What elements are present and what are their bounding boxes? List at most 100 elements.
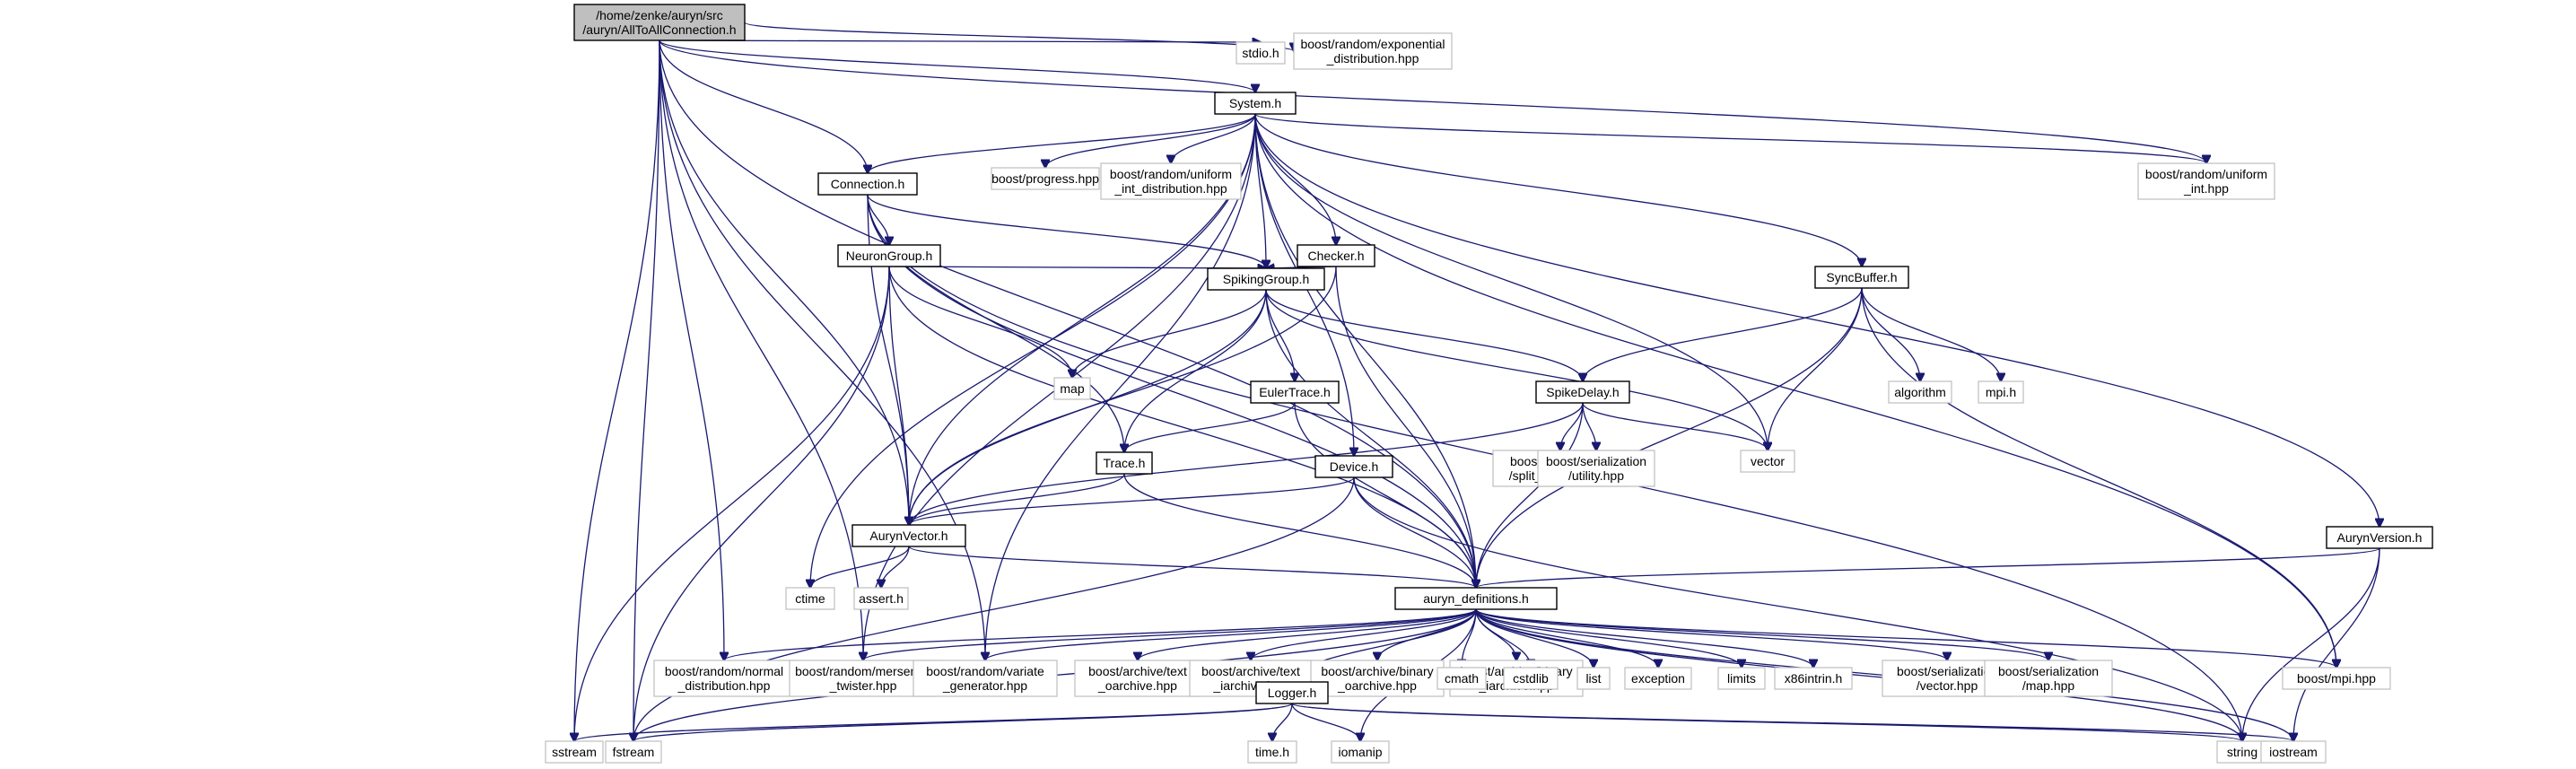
- node-bsmap: boost/serialization/map.hpp: [1984, 660, 2113, 697]
- node-box: [817, 172, 918, 196]
- edge-root-to-connection: [659, 39, 868, 173]
- node-box: [853, 587, 909, 610]
- edge-syncbuffer-to-mpih: [1861, 287, 2001, 381]
- node-ctime: ctime: [785, 587, 835, 610]
- node-label: _distribution.hpp: [677, 678, 771, 693]
- node-label: auryn_definitions.h: [1423, 591, 1529, 606]
- node-label: cstdlib: [1513, 671, 1549, 686]
- node-x86: x86intrin.h: [1774, 667, 1853, 690]
- node-box: [1740, 450, 1795, 473]
- node-spikedelay: SpikeDelay.h: [1535, 380, 1630, 404]
- edge-defs-to-brmt: [863, 608, 1477, 660]
- node-label: boost/random/variate: [926, 664, 1044, 678]
- node-label: SpikingGroup.h: [1223, 272, 1310, 286]
- edge-checker-to-defs: [1335, 266, 1476, 588]
- node-baboa: boost/archive/binary_oarchive.hpp: [1310, 660, 1445, 697]
- node-box: [1717, 667, 1766, 690]
- edge-defs-to-brvg: [985, 608, 1477, 660]
- node-label: AurynVersion.h: [2337, 530, 2423, 545]
- node-box: [1314, 455, 1393, 478]
- edge-system-to-progress: [1045, 113, 1256, 168]
- edge-logger-to-iomanip: [1291, 703, 1360, 741]
- node-box: [789, 660, 938, 697]
- node-aurynversion: AurynVersion.h: [2326, 526, 2433, 549]
- node-box: [1624, 667, 1692, 690]
- node-label: boost/serialization: [1998, 664, 2099, 678]
- node-timeh: time.h: [1247, 740, 1297, 764]
- edge-aurynversion-to-iostream: [2293, 547, 2380, 741]
- node-system: System.h: [1214, 92, 1297, 115]
- node-box: [2260, 740, 2327, 764]
- edge-system-to-brvg: [985, 113, 1256, 660]
- node-box: [991, 167, 1100, 190]
- node-box: [1535, 380, 1630, 404]
- node-label: boost/archive/text: [1088, 664, 1187, 678]
- node-device: Device.h: [1314, 455, 1393, 478]
- node-label: System.h: [1229, 96, 1281, 110]
- node-label: x86intrin.h: [1785, 671, 1843, 686]
- node-label: cmath: [1445, 671, 1479, 686]
- edge-defs-to-bsmap: [1475, 608, 2048, 660]
- edge-device-to-fstream: [633, 476, 1355, 741]
- node-exception: exception: [1624, 667, 1692, 690]
- node-label: /map.hpp: [2022, 678, 2075, 693]
- edge-root-to-sstream: [574, 39, 660, 741]
- node-box: [1503, 667, 1559, 690]
- node-box: [1331, 740, 1390, 764]
- node-label: NeuronGroup.h: [846, 249, 933, 263]
- node-label: time.h: [1255, 745, 1289, 759]
- node-box: [1053, 377, 1091, 400]
- node-label: _oarchive.hpp: [1097, 678, 1177, 693]
- node-box: [1297, 244, 1375, 267]
- node-box: [1394, 587, 1558, 610]
- node-bruid: boost/random/uniform_int_distribution.hp…: [1100, 162, 1242, 200]
- node-box: [1247, 740, 1297, 764]
- edge-system-to-vector: [1254, 113, 1768, 450]
- node-stdio: stdio.h: [1236, 41, 1286, 65]
- node-bruint: boost/random/uniform_int.hpp: [2137, 162, 2275, 200]
- node-bmpi: boost/mpi.hpp: [2282, 667, 2391, 690]
- node-box: [1255, 681, 1329, 704]
- node-label: _int_distribution.hpp: [1113, 181, 1227, 196]
- node-box: [1888, 380, 1952, 404]
- edge-system-to-connection: [868, 113, 1256, 173]
- edge-trace-to-defs: [1123, 473, 1476, 588]
- edge-root-to-stdio: [659, 40, 1261, 42]
- edge-neurongroup-to-aurynvector: [888, 266, 909, 525]
- node-label: boost/random/uniform: [1110, 167, 1232, 181]
- edge-spikinggroup-to-defs: [1265, 289, 1476, 588]
- node-box: [851, 524, 966, 547]
- node-batoa: boost/archive/text_oarchive.hpp: [1074, 660, 1201, 697]
- node-label: _generator.hpp: [942, 678, 1027, 693]
- edge-defs-to-x86: [1475, 608, 1813, 668]
- node-spikinggroup: SpikingGroup.h: [1207, 267, 1325, 291]
- node-box: [1214, 92, 1297, 115]
- node-box: [2326, 526, 2433, 549]
- node-checker: Checker.h: [1297, 244, 1375, 267]
- edge-defs-to-exception: [1475, 608, 1658, 668]
- node-eulertrace: EulerTrace.h: [1250, 380, 1340, 404]
- edge-root-to-brnormal: [659, 39, 724, 660]
- node-label: ctime: [795, 591, 825, 606]
- node-label: boost/random/normal: [665, 664, 783, 678]
- node-sstream: sstream: [545, 740, 604, 764]
- dependency-edges: [574, 22, 2380, 741]
- edge-defs-to-list: [1475, 608, 1594, 668]
- edge-neurongroup-to-map: [888, 266, 1072, 378]
- edge-spikinggroup-to-spikedelay: [1265, 289, 1583, 381]
- node-label: string: [2227, 745, 2257, 759]
- node-box: [2137, 162, 2275, 200]
- edge-defs-to-bsvector: [1475, 608, 1947, 660]
- edge-system-to-bruint: [1254, 113, 2206, 163]
- node-box: [2216, 740, 2268, 764]
- node-assert: assert.h: [853, 587, 909, 610]
- node-syncbuffer: SyncBuffer.h: [1814, 266, 1909, 289]
- node-box: [1978, 380, 2024, 404]
- node-iostream: iostream: [2260, 740, 2327, 764]
- node-box: [1293, 32, 1453, 70]
- edge-syncbuffer-to-algorithm: [1861, 287, 1920, 381]
- edge-spikinggroup-to-trace: [1124, 289, 1267, 452]
- node-neurongroup: NeuronGroup.h: [837, 244, 941, 267]
- edge-spikedelay-to-vector: [1582, 402, 1768, 450]
- node-box: [1096, 451, 1153, 475]
